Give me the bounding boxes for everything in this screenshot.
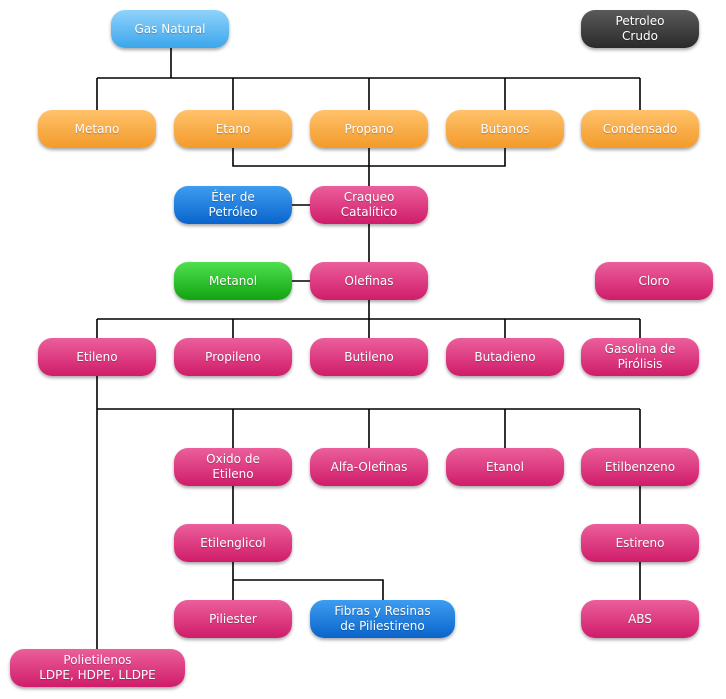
node-propileno: Propileno — [174, 338, 292, 376]
node-estireno: Estireno — [581, 524, 699, 562]
node-etileno: Etileno — [38, 338, 156, 376]
node-etilbenzeno: Etilbenzeno — [581, 448, 699, 486]
node-etilenglicol: Etilenglicol — [174, 524, 292, 562]
node-butileno: Butileno — [310, 338, 428, 376]
node-condensado: Condensado — [581, 110, 699, 148]
node-propano: Propano — [310, 110, 428, 148]
node-petroleo-crudo: Petroleo Crudo — [581, 10, 699, 48]
node-fibras-resinas: Fibras y Resinas de Piliestireno — [310, 600, 455, 638]
node-metanol: Metanol — [174, 262, 292, 300]
node-butadieno: Butadieno — [446, 338, 564, 376]
node-butanos: Butanos — [446, 110, 564, 148]
node-craqueo-catalitico: Craqueo Catalítico — [310, 186, 428, 224]
node-cloro: Cloro — [595, 262, 713, 300]
node-piliester: Piliester — [174, 600, 292, 638]
node-olefinas: Olefinas — [310, 262, 428, 300]
node-eter-petroleo: Éter de Petróleo — [174, 186, 292, 224]
node-alfa-olefinas: Alfa-Olefinas — [310, 448, 428, 486]
node-etano: Etano — [174, 110, 292, 148]
node-gasolina-pirolisis: Gasolina de Pirólisis — [581, 338, 699, 376]
node-metano: Metano — [38, 110, 156, 148]
node-abs: ABS — [581, 600, 699, 638]
node-polietilenos: Polietilenos LDPE, HDPE, LLDPE — [10, 649, 185, 687]
node-oxido-etileno: Oxido de Etileno — [174, 448, 292, 486]
node-gas-natural: Gas Natural — [111, 10, 229, 48]
node-etanol: Etanol — [446, 448, 564, 486]
